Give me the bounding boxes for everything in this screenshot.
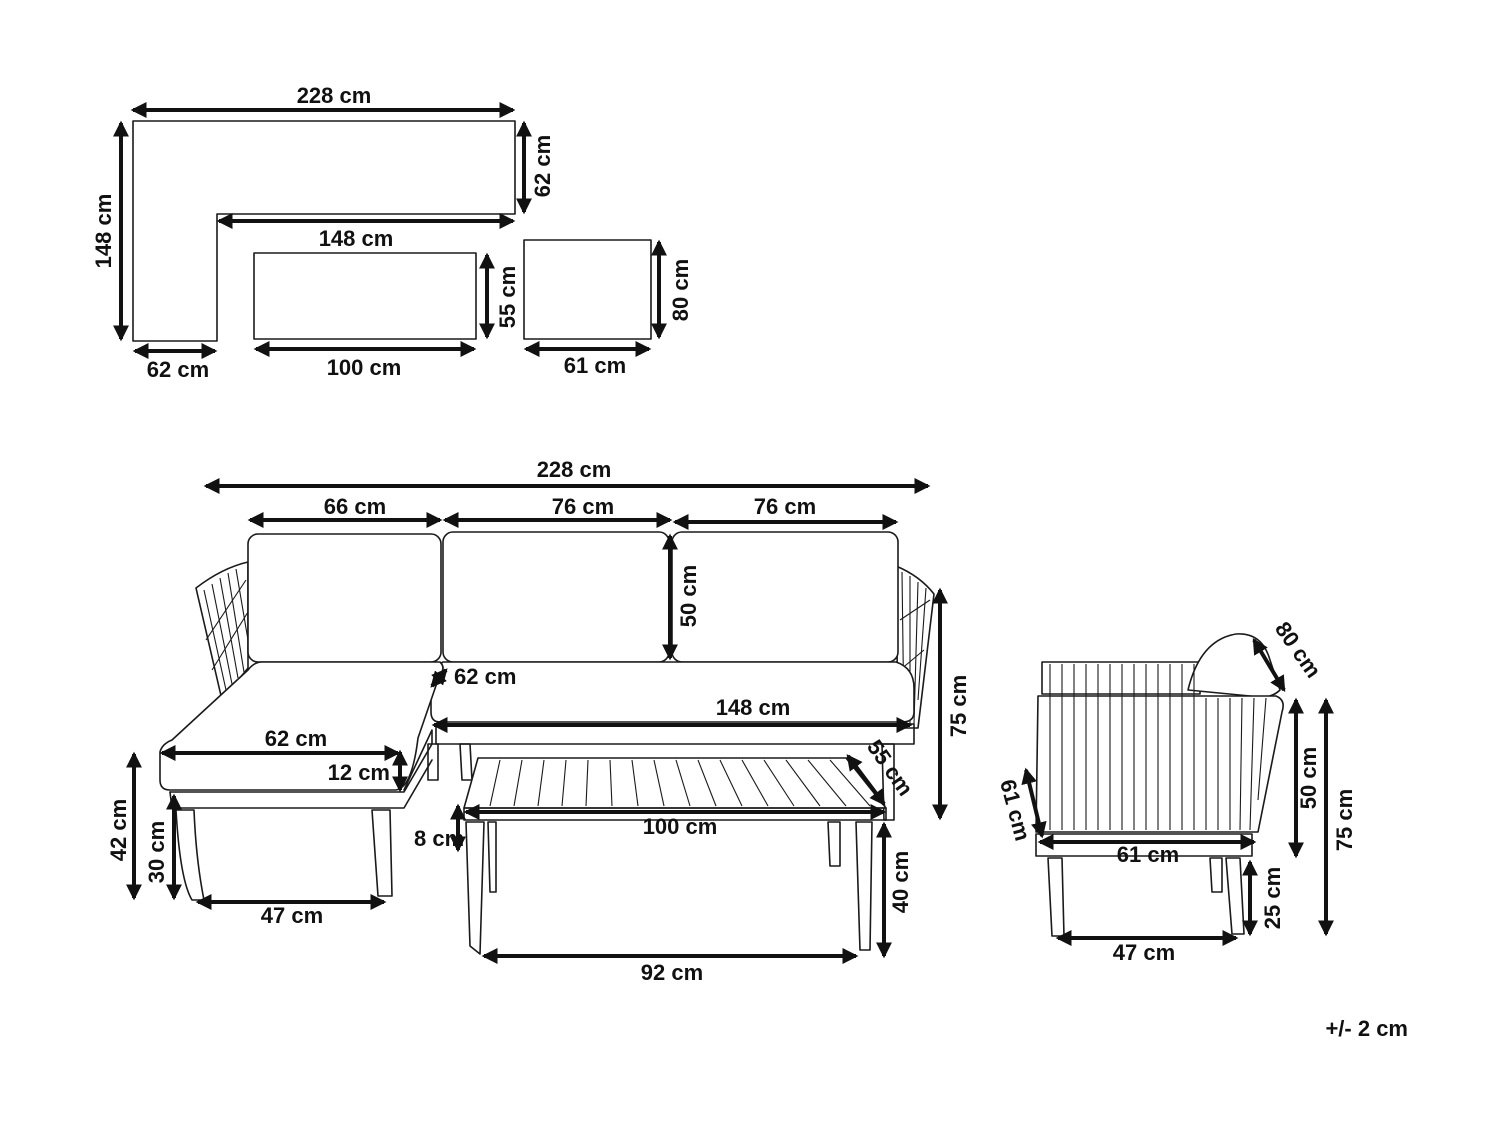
sofa-leg-back [427, 743, 439, 781]
label-chair-back-height: 50 cm [1296, 747, 1321, 809]
table-drawing [463, 757, 887, 955]
label-top-chair-width: 61 cm [564, 353, 626, 378]
sofa-back-cushion-left [247, 533, 442, 663]
chair-rope-weave [1049, 664, 1267, 831]
sofa-dimensions: 228 cm 66 cm 76 cm 76 cm 50 cm 62 cm 148… [106, 457, 971, 928]
chair-leg-left [1047, 857, 1065, 937]
label-chair-diagonal: 80 cm [1270, 617, 1326, 682]
table-leg-back-left [487, 821, 497, 893]
label-seat-depth: 62 cm [454, 664, 516, 689]
label-top-sofa-chaise: 62 cm [147, 357, 209, 382]
label-middle-cushion-width: 76 cm [552, 494, 614, 519]
label-table-top-thickness: 8 cm [414, 826, 464, 851]
dim-line-seat-depth [430, 668, 448, 688]
label-seat-width: 148 cm [716, 695, 791, 720]
label-chaise-seat-width: 62 cm [265, 726, 327, 751]
top-view: 228 cm 62 cm 148 cm 148 cm 62 cm 100 cm … [91, 83, 693, 382]
sofa-leg-front-left [175, 809, 205, 901]
label-chair-width: 61 cm [1117, 842, 1179, 867]
label-back-cushion-height: 50 cm [676, 565, 701, 627]
label-top-sofa-width: 228 cm [297, 83, 372, 108]
sofa-back-cushion-middle [442, 531, 670, 663]
label-table-leg-span: 92 cm [641, 960, 703, 985]
label-seat-thickness: 12 cm [328, 760, 390, 785]
top-view-table-outline [253, 252, 477, 340]
label-chair-leg-height: 25 cm [1260, 867, 1285, 929]
label-sofa-height: 75 cm [946, 675, 971, 737]
sofa-drawing [159, 531, 935, 901]
label-right-cushion-width: 76 cm [754, 494, 816, 519]
sofa-left-armrest-rope [203, 568, 249, 691]
table-leg-front-left [465, 821, 485, 955]
chair-leg-right [1225, 857, 1245, 935]
label-chair-leg-span: 47 cm [1113, 940, 1175, 965]
label-chaise-cushion-width: 66 cm [324, 494, 386, 519]
table-leg-back-right [827, 821, 841, 867]
dim-line-chair-diagonal [1252, 637, 1286, 693]
label-sofa-total-width: 228 cm [537, 457, 612, 482]
label-sofa-leg-span: 47 cm [261, 903, 323, 928]
dim-line-table-depth [846, 754, 886, 806]
label-top-table-depth: 55 cm [495, 266, 520, 328]
label-chair-height: 75 cm [1332, 789, 1357, 851]
table-top [463, 757, 887, 809]
sofa-leg-front-middle [371, 809, 393, 897]
sofa-leg-back-2 [459, 743, 473, 781]
chair-drawing [1035, 633, 1284, 937]
label-table-height: 40 cm [888, 851, 913, 913]
label-top-sofa-depth: 62 cm [530, 135, 555, 197]
label-top-table-width: 100 cm [327, 355, 402, 380]
label-sofa-frame-height: 30 cm [144, 821, 169, 883]
chair-leg-back [1209, 857, 1223, 893]
label-table-width: 100 cm [643, 814, 718, 839]
table-leg-front-right [855, 821, 873, 951]
top-view-chair-outline [523, 239, 652, 340]
label-top-sofa-inner: 148 cm [319, 226, 394, 251]
table-slats [489, 759, 871, 807]
tolerance-note: +/- 2 cm [1325, 1016, 1408, 1041]
sofa-back-cushion-right [671, 531, 899, 663]
chair-frame [1035, 695, 1284, 833]
label-top-chair-depth: 80 cm [668, 259, 693, 321]
label-top-sofa-height: 148 cm [91, 194, 116, 269]
dim-line-chair-depth [1021, 767, 1047, 839]
label-sofa-seat-height: 42 cm [106, 799, 131, 861]
chair-back-cushion [1187, 633, 1281, 698]
chair-backrest-top [1041, 661, 1201, 695]
sofa-right-armrest [895, 565, 935, 729]
